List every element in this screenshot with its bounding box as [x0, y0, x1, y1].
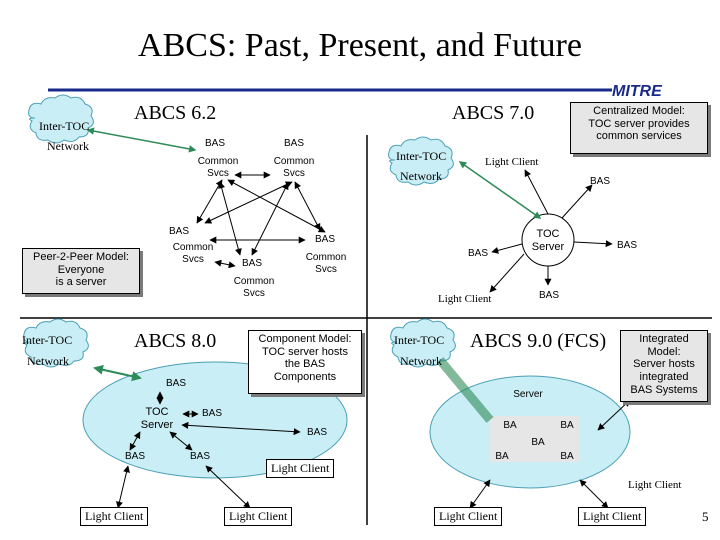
q4-ba-4: BA: [495, 451, 509, 462]
q4-light-client-2: Light Client: [434, 507, 503, 526]
q4-light-client-1: Light Client: [628, 479, 682, 491]
q2-bas-2: BAS: [616, 240, 637, 251]
q1-mesh: [196, 171, 326, 269]
q2-network-label: Network: [400, 169, 442, 183]
q3-bas-1: BAS: [165, 378, 186, 389]
q4-inter-toc-label: Inter-TOC: [394, 333, 445, 347]
q4-ba-block: [490, 416, 580, 462]
q1-network-label: Network: [47, 139, 89, 153]
cloud-q3: [23, 318, 89, 368]
q2-light-client-1: Light Client: [485, 156, 539, 168]
q4-network-link: [436, 357, 494, 423]
q1-bas-2: BAS: [283, 138, 304, 149]
q2-bas-1: BAS: [589, 176, 610, 187]
q1-heading: ABCS 6.2: [134, 102, 217, 124]
q4-ba-1: BA: [503, 420, 517, 431]
q1-bas-1: BAS: [204, 138, 225, 149]
q4-ba-5: BA: [560, 451, 574, 462]
mitre-logo: MITRE: [612, 83, 662, 100]
cloud-q2: [388, 136, 454, 186]
q3-bas-3: BAS: [306, 427, 327, 438]
q3-bas-5: BAS: [189, 451, 210, 462]
q2-heading: ABCS 7.0: [452, 102, 535, 124]
page-number: 5: [702, 509, 709, 524]
q4-heading: ABCS 9.0 (FCS): [470, 330, 607, 352]
q4-links: [469, 399, 631, 509]
q4-ba-2: BA: [560, 420, 574, 431]
q3-bas-4: BAS: [124, 451, 145, 462]
q3-heading: ABCS 8.0: [134, 330, 217, 352]
q1-inter-toc-label: Inter-TOC: [39, 119, 90, 133]
q2-bas-3: BAS: [538, 290, 559, 301]
q1-bas-3: BAS: [168, 226, 189, 237]
q2-bas-4: BAS: [467, 248, 488, 259]
q2-inter-toc-label: Inter-TOC: [396, 149, 447, 163]
q3-light-client-3: Light Client: [224, 507, 293, 526]
q4-server-label: Server: [513, 389, 543, 400]
q4-light-client-3: Light Client: [578, 507, 647, 526]
q4-network-label: Network: [400, 354, 442, 368]
q3-bas-2: BAS: [201, 408, 222, 419]
q3-links: [116, 391, 301, 509]
slide-title: ABCS: Past, Present, and Future: [138, 27, 582, 64]
q3-light-client-2: Light Client: [80, 507, 149, 526]
q1-bas-4: BAS: [314, 234, 335, 245]
q4-ba-3: BA: [531, 437, 545, 448]
q2-light-client-2: Light Client: [438, 293, 492, 305]
q3-network-label: Network: [27, 354, 69, 368]
cloud-q1: [28, 94, 94, 144]
q3-light-client-1: Light Client: [266, 459, 335, 478]
q2-network-link: [458, 161, 542, 219]
cloud-q4: [390, 318, 456, 368]
q3-network-link: [93, 364, 142, 382]
q1-network-link: [86, 127, 197, 153]
q1-bas-5: BAS: [241, 258, 262, 269]
q3-inter-toc-label: Inter-TOC: [22, 333, 73, 347]
